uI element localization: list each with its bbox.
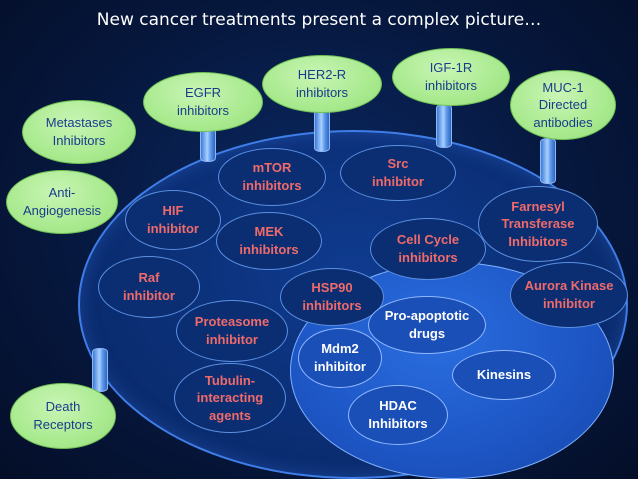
cell-cycle-inhibitors: Cell Cycle inhibitors bbox=[370, 218, 486, 280]
mdm2-inhibitor: Mdm2 inhibitor bbox=[298, 328, 382, 388]
mek-inhibitors-label: MEK inhibitors bbox=[239, 224, 299, 257]
raf-inhibitor-label: Raf inhibitor bbox=[123, 270, 175, 303]
mek-inhibitors: MEK inhibitors bbox=[216, 212, 322, 270]
receptor-her2r bbox=[314, 108, 330, 152]
anti-angiogenesis-label: Anti- Angiogenesis bbox=[22, 185, 102, 218]
mtor-inhibitors-label: mTOR inhibitors bbox=[242, 160, 302, 193]
metastases-inhibitors: Metastases Inhibitors bbox=[22, 100, 136, 164]
hif-inhibitor: HIF inhibitor bbox=[125, 190, 221, 250]
cell-cycle-inhibitors-label: Cell Cycle inhibitors bbox=[396, 232, 460, 265]
anti-angiogenesis: Anti- Angiogenesis bbox=[6, 170, 118, 234]
proteasome-inhibitor: Proteasome inhibitor bbox=[176, 300, 288, 362]
death-receptors-label: Death Receptors bbox=[33, 399, 93, 432]
muc1-antibodies: MUC-1 Directed antibodies bbox=[510, 70, 616, 140]
metastases-inhibitors-label: Metastases Inhibitors bbox=[45, 115, 113, 148]
death-receptors: Death Receptors bbox=[10, 383, 116, 449]
muc1-antibodies-label: MUC-1 Directed antibodies bbox=[533, 79, 593, 130]
receptor-muc1 bbox=[540, 138, 556, 184]
farnesyl-transferase-label: Farnesyl Transferase Inhibitors bbox=[501, 198, 575, 249]
hdac-inhibitors-label: HDAC Inhibitors bbox=[368, 398, 428, 431]
tubulin-interacting-label: Tubulin- interacting agents bbox=[196, 372, 264, 423]
hif-inhibitor-label: HIF inhibitor bbox=[147, 203, 199, 236]
raf-inhibitor: Raf inhibitor bbox=[98, 256, 200, 318]
her2r-inhibitors: HER2-R inhibitors bbox=[262, 55, 382, 113]
hsp90-inhibitors: HSP90 inhibitors bbox=[280, 268, 384, 326]
egfr-inhibitors-label: EGFR inhibitors bbox=[176, 85, 230, 118]
igf1r-inhibitors: IGF-1R inhibitors bbox=[392, 48, 510, 106]
src-inhibitor: Src inhibitor bbox=[340, 145, 456, 201]
kinesins-label: Kinesins bbox=[476, 367, 532, 383]
pro-apoptotic-drugs: Pro-apoptotic drugs bbox=[368, 296, 486, 354]
hdac-inhibitors: HDAC Inhibitors bbox=[348, 385, 448, 445]
proteasome-inhibitor-label: Proteasome inhibitor bbox=[194, 314, 270, 347]
pro-apoptotic-label: Pro-apoptotic drugs bbox=[384, 308, 470, 341]
tubulin-interacting-agents: Tubulin- interacting agents bbox=[174, 363, 286, 433]
egfr-inhibitors: EGFR inhibitors bbox=[143, 72, 263, 132]
aurora-kinase-inhibitor: Aurora Kinase inhibitor bbox=[510, 262, 628, 328]
src-inhibitor-label: Src inhibitor bbox=[372, 156, 424, 189]
kinesins: Kinesins bbox=[452, 350, 556, 400]
aurora-kinase-label: Aurora Kinase inhibitor bbox=[524, 278, 614, 311]
mdm2-inhibitor-label: Mdm2 inhibitor bbox=[314, 341, 366, 374]
her2r-inhibitors-label: HER2-R inhibitors bbox=[295, 67, 349, 100]
slide-title: New cancer treatments present a complex … bbox=[96, 10, 542, 30]
receptor-death bbox=[92, 348, 108, 392]
receptor-igf1r bbox=[436, 104, 452, 148]
farnesyl-transferase-inhibitors: Farnesyl Transferase Inhibitors bbox=[478, 186, 598, 262]
igf1r-inhibitors-label: IGF-1R inhibitors bbox=[424, 60, 478, 93]
mtor-inhibitors: mTOR inhibitors bbox=[218, 148, 326, 206]
hsp90-inhibitors-label: HSP90 inhibitors bbox=[302, 280, 362, 313]
